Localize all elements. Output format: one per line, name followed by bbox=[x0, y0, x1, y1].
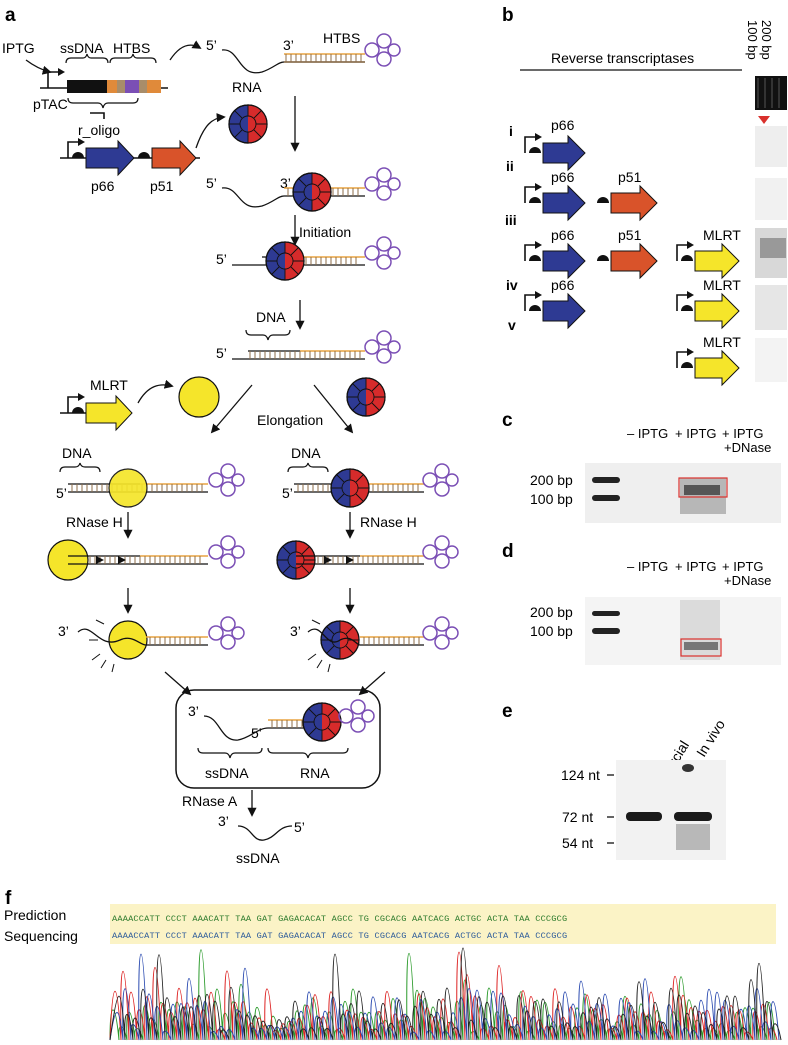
gel-strip-b bbox=[755, 76, 787, 382]
sequence-box bbox=[110, 904, 776, 944]
rnasea-label: RNase A bbox=[182, 793, 238, 809]
p51-ii: p51 bbox=[618, 169, 642, 185]
c-200bp: 200 bp bbox=[530, 472, 573, 488]
rna2-5prime: 5’ bbox=[206, 175, 217, 191]
row-v: v bbox=[508, 317, 516, 333]
p66-ii: p66 bbox=[551, 169, 575, 185]
prediction-label: Prediction bbox=[4, 907, 66, 923]
deg-right-3prime: 3’ bbox=[290, 623, 301, 639]
box-3prime: 3’ bbox=[188, 703, 199, 719]
sequencing-seq: AAAACCATT CCCT AAACATT TAA GAT GAGACACAT… bbox=[112, 931, 567, 941]
d-100bp: 100 bp bbox=[530, 623, 573, 639]
elongation-label: Elongation bbox=[257, 412, 323, 428]
mlrt-gene-a bbox=[60, 392, 133, 432]
final-ssdna-label: ssDNA bbox=[236, 850, 280, 866]
e-72nt: 72 nt bbox=[562, 809, 593, 825]
panel-c-label: c bbox=[502, 410, 513, 431]
p66-iii: p66 bbox=[551, 227, 575, 243]
dna-label-2: DNA bbox=[62, 445, 92, 461]
panel-f-label: f bbox=[5, 888, 12, 909]
panel-d-label: d bbox=[502, 541, 514, 562]
rna-label: RNA bbox=[232, 79, 262, 95]
c-100bp: 100 bp bbox=[530, 491, 573, 507]
d-lane-minus: – IPTG bbox=[627, 559, 668, 574]
e-lane-invivo: In vivo bbox=[693, 717, 728, 760]
panel-a-label: a bbox=[5, 5, 16, 26]
p66-p51-operon bbox=[60, 137, 200, 177]
box-rna-label: RNA bbox=[300, 765, 330, 781]
init-5prime: 5’ bbox=[216, 251, 227, 267]
htbs-duplex-top bbox=[284, 33, 401, 67]
dna-label-1: DNA bbox=[256, 309, 286, 325]
ladder-100-label: 100 bp bbox=[745, 20, 760, 60]
e-54nt: 54 nt bbox=[562, 835, 593, 851]
d-lane-dnase-2: +DNase bbox=[724, 573, 771, 588]
ptac-label: pTAC bbox=[33, 96, 68, 112]
final-5prime: 5’ bbox=[294, 819, 305, 835]
mlrt-label-a: MLRT bbox=[90, 377, 128, 393]
p51-label: p51 bbox=[150, 178, 174, 194]
p66-label: p66 bbox=[91, 178, 115, 194]
row-iv: iv bbox=[506, 277, 518, 293]
ladder-200-label: 200 bp bbox=[759, 20, 774, 60]
rnaseh-right: RNase H bbox=[360, 514, 417, 530]
panel-e-label: e bbox=[502, 701, 513, 722]
elong-5prime: 5’ bbox=[216, 345, 227, 361]
deg-left-3prime: 3’ bbox=[58, 623, 69, 639]
d-lane-plus: + IPTG bbox=[675, 559, 717, 574]
left-5prime: 5’ bbox=[56, 485, 67, 501]
mlrt-iii: MLRT bbox=[703, 227, 741, 243]
rt-header: Reverse transcriptases bbox=[551, 50, 694, 66]
box-5prime: 5’ bbox=[251, 725, 262, 741]
rnaseh-left: RNase H bbox=[66, 514, 123, 530]
mlrt-enzyme bbox=[178, 376, 220, 418]
sequencing-label: Sequencing bbox=[4, 928, 78, 944]
gel-c bbox=[585, 463, 781, 523]
iptg-label: IPTG bbox=[2, 40, 35, 56]
r-oligo-label: r_oligo bbox=[78, 122, 120, 138]
rna-5prime: 5’ bbox=[206, 37, 217, 53]
c-lane-dnase-1: + IPTG bbox=[722, 426, 764, 441]
c-lane-minus: – IPTG bbox=[627, 426, 668, 441]
gel-e bbox=[607, 760, 726, 860]
product-box bbox=[175, 689, 381, 789]
mlrt-v: MLRT bbox=[703, 334, 741, 350]
d-lane-dnase-1: + IPTG bbox=[722, 559, 764, 574]
htbs-label: HTBS bbox=[113, 40, 150, 56]
row-i: i bbox=[509, 123, 513, 139]
d-200bp: 200 bp bbox=[530, 604, 573, 620]
row-iii: iii bbox=[505, 212, 517, 228]
prediction-seq: AAAACCATT CCCT AAACATT TAA GAT GAGACACAT… bbox=[112, 914, 567, 924]
rna-3prime: 3’ bbox=[283, 37, 294, 53]
rt-enzyme-free bbox=[228, 104, 268, 144]
gel-d bbox=[585, 597, 781, 665]
dna-label-3: DNA bbox=[291, 445, 321, 461]
final-3prime: 3’ bbox=[218, 813, 229, 829]
e-124nt: 124 nt bbox=[561, 767, 600, 783]
p66-i: p66 bbox=[551, 117, 575, 133]
htbs-top-label: HTBS bbox=[323, 30, 360, 46]
mlrt-iv: MLRT bbox=[703, 277, 741, 293]
row-ii: ii bbox=[506, 158, 514, 174]
rna2-3prime: 3’ bbox=[280, 175, 291, 191]
ptac-construct bbox=[40, 67, 168, 93]
p66-iv: p66 bbox=[551, 277, 575, 293]
rt-constructs: i ii iii iv v p66 p66 p51 p66 p51 MLRT bbox=[505, 117, 741, 387]
c-lane-plus: + IPTG bbox=[675, 426, 717, 441]
box-ssdna-label: ssDNA bbox=[205, 765, 249, 781]
initiation-label: Initiation bbox=[299, 224, 351, 240]
chromatogram bbox=[109, 947, 782, 1041]
panel-b-label: b bbox=[502, 5, 514, 26]
p51-iii: p51 bbox=[618, 227, 642, 243]
ssdna-label: ssDNA bbox=[60, 40, 104, 56]
c-lane-dnase-2: +DNase bbox=[724, 440, 771, 455]
right-5prime: 5’ bbox=[282, 485, 293, 501]
